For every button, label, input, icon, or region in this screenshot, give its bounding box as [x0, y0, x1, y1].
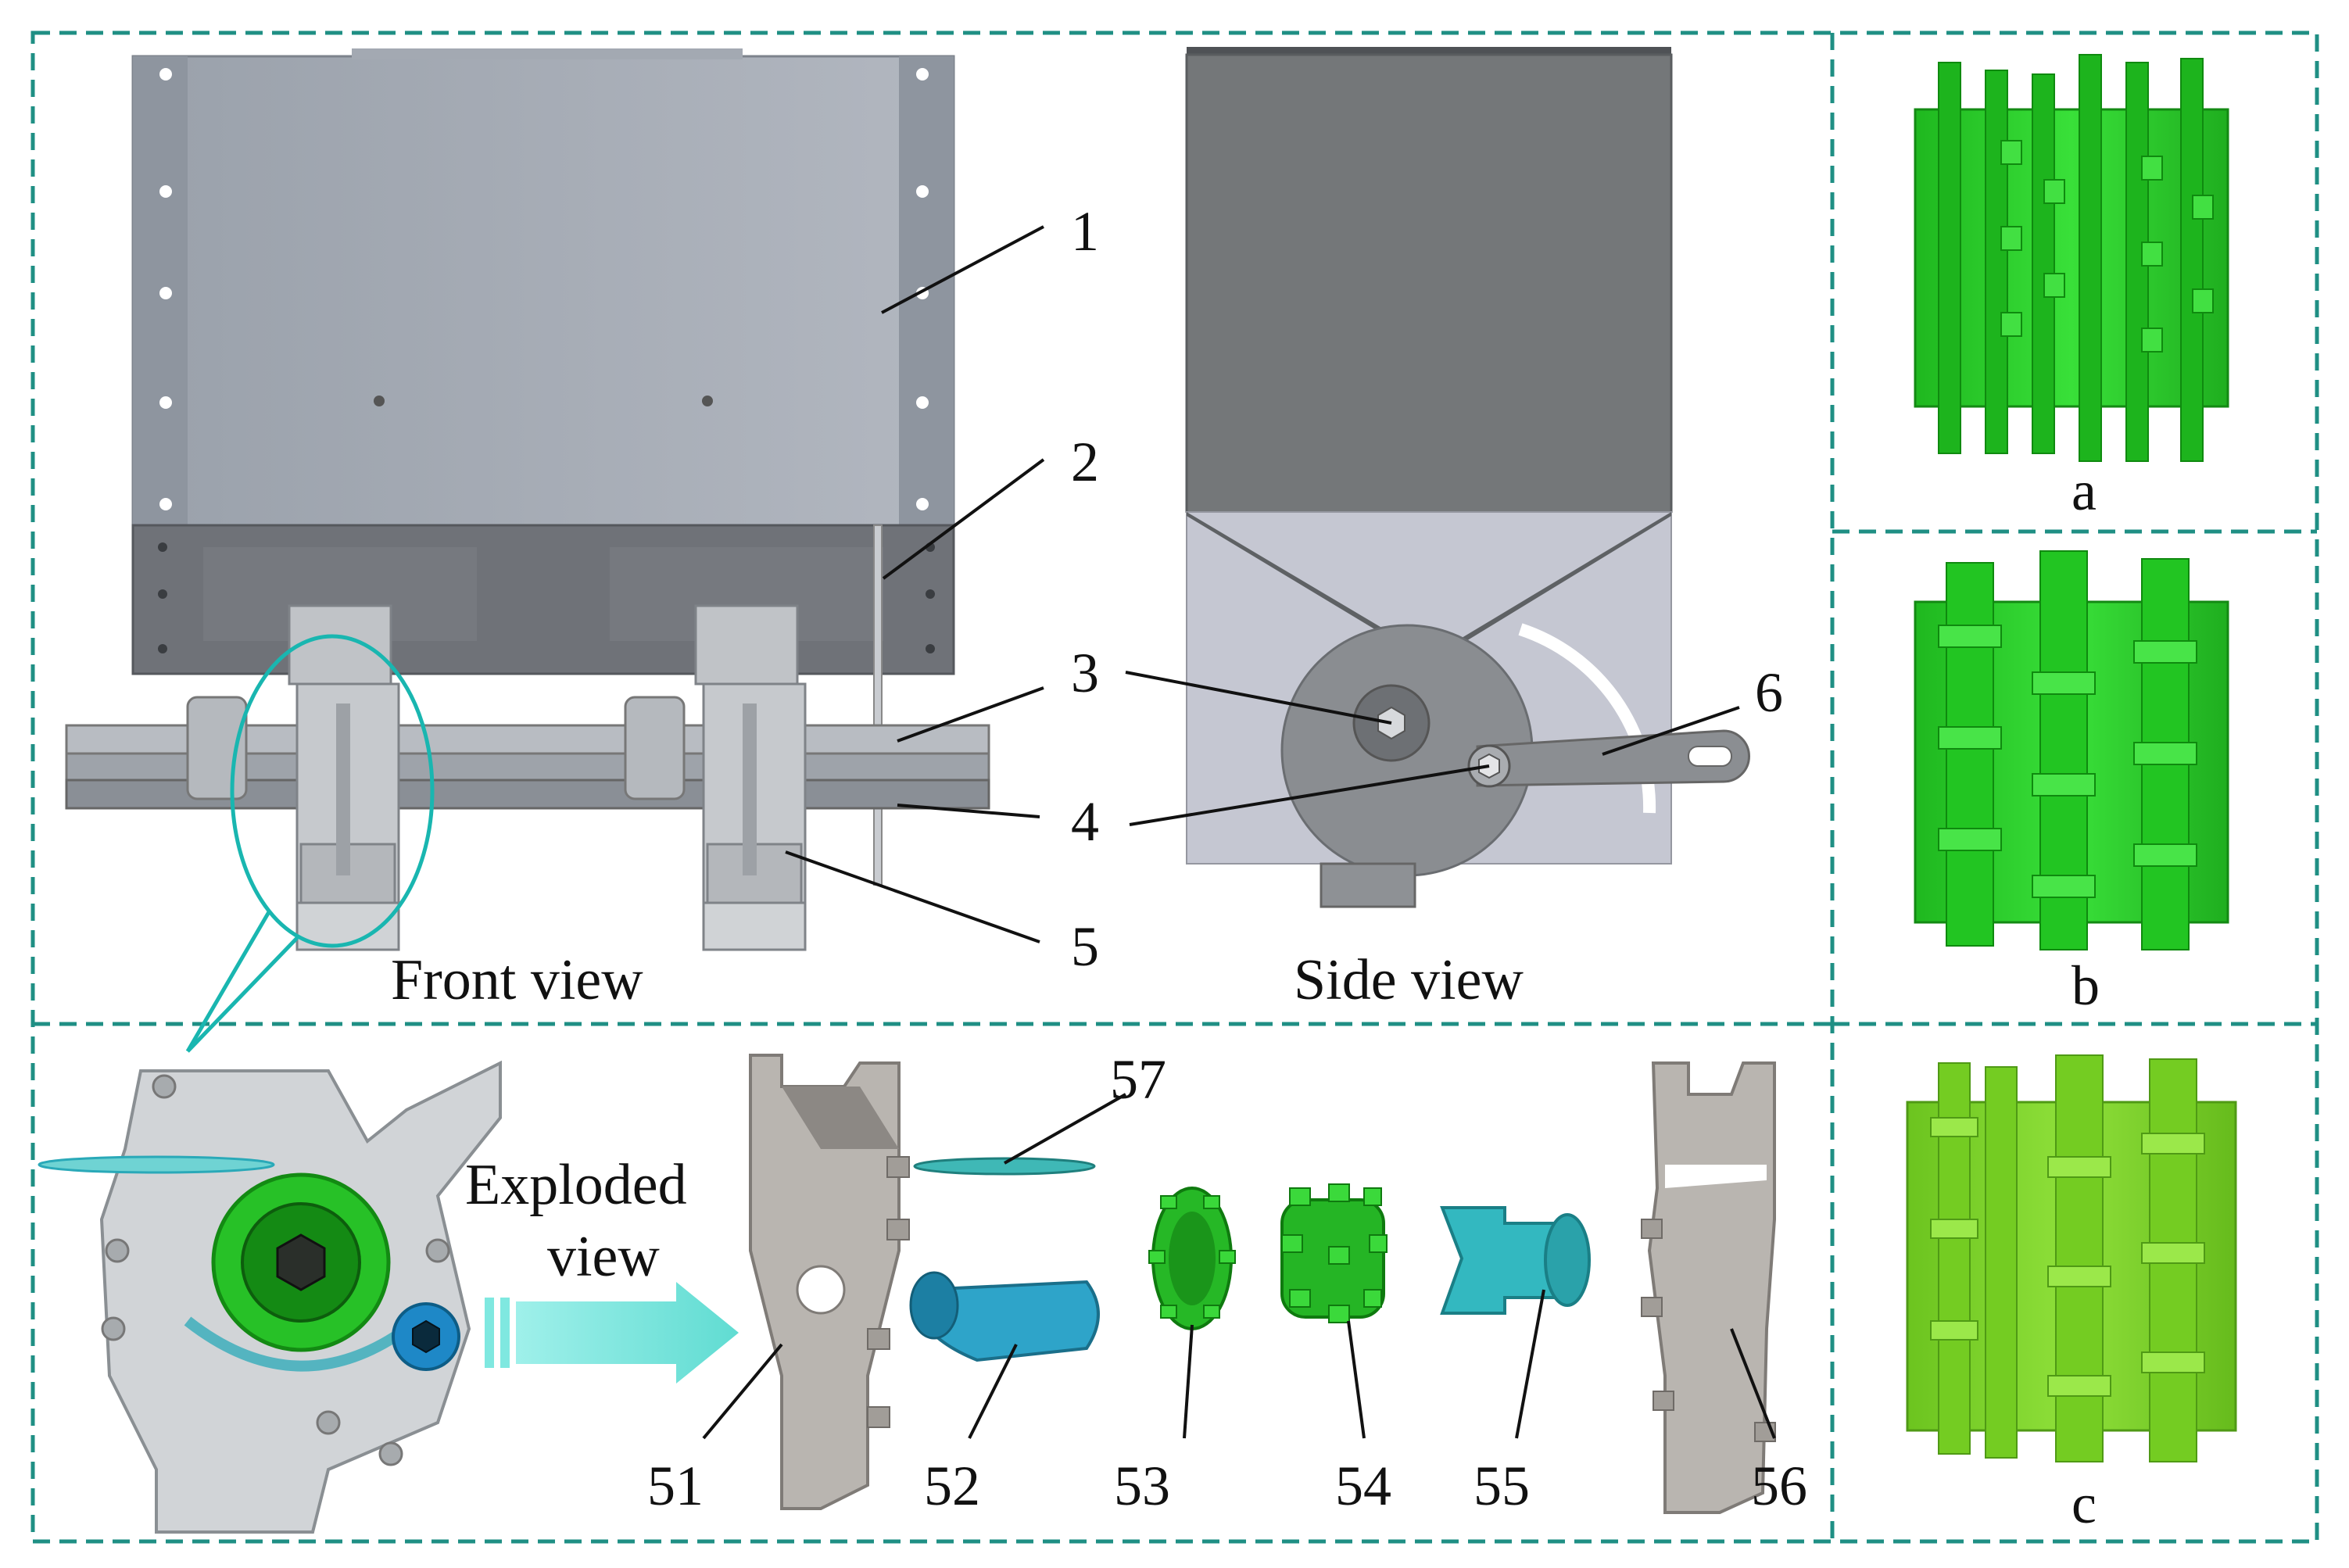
part-52-half-sleeve [909, 1271, 1100, 1362]
callout-1: 1 [1071, 200, 1099, 263]
callout-56: 56 [1751, 1455, 1807, 1517]
side-view-drawing [1185, 47, 1750, 908]
callout-6: 6 [1755, 661, 1783, 724]
roller-label-c: c [2071, 1473, 2097, 1535]
side-adjust-lever [1476, 729, 1750, 787]
zoom-callout-ellipse [230, 634, 435, 948]
exploded-view-leaders [702, 1093, 1776, 1440]
callout-55: 55 [1473, 1455, 1530, 1517]
callout-5: 5 [1071, 915, 1099, 978]
regulating-plate [873, 524, 883, 886]
roller-b [1914, 550, 2229, 950]
assembled-meter-closeup [38, 1060, 502, 1534]
part-54-large-roller [1280, 1183, 1388, 1323]
part-53-small-roller [1148, 1187, 1236, 1330]
callout-57: 57 [1110, 1048, 1166, 1111]
roller-label-a: a [2071, 460, 2097, 522]
callout-51: 51 [647, 1455, 704, 1517]
callout-2: 2 [1071, 431, 1099, 493]
part-56-housing-right [1641, 1061, 1776, 1514]
front-view-caption: Front view [391, 948, 643, 1012]
exploded-arrow [485, 1282, 739, 1384]
roller-a [1914, 54, 2229, 462]
side-view-leaders [1125, 671, 1740, 826]
exploded-view-caption-line2: view [547, 1225, 660, 1289]
part-55-sleeve [1440, 1206, 1591, 1315]
callout-3: 3 [1071, 642, 1099, 704]
dashed-frames [30, 30, 2319, 1544]
roller-c [1906, 1054, 2237, 1462]
part-51-housing-left [749, 1054, 910, 1510]
front-view-drawing [65, 48, 990, 1053]
front-view-leaders [785, 225, 1045, 943]
callout-54: 54 [1335, 1455, 1391, 1517]
callout-53: 53 [1114, 1455, 1170, 1517]
seed-meter-unit-left [288, 604, 400, 951]
side-view-caption: Side view [1294, 948, 1524, 1012]
part-57-disc [913, 1157, 1096, 1176]
roller-label-b: b [2071, 954, 2100, 1017]
hopper-upper-panel [131, 55, 955, 527]
callout-4: 4 [1071, 790, 1099, 853]
seed-meter-unit-right [694, 604, 807, 951]
exploded-view-caption-line1: Exploded [465, 1153, 687, 1217]
callout-52: 52 [924, 1455, 980, 1517]
